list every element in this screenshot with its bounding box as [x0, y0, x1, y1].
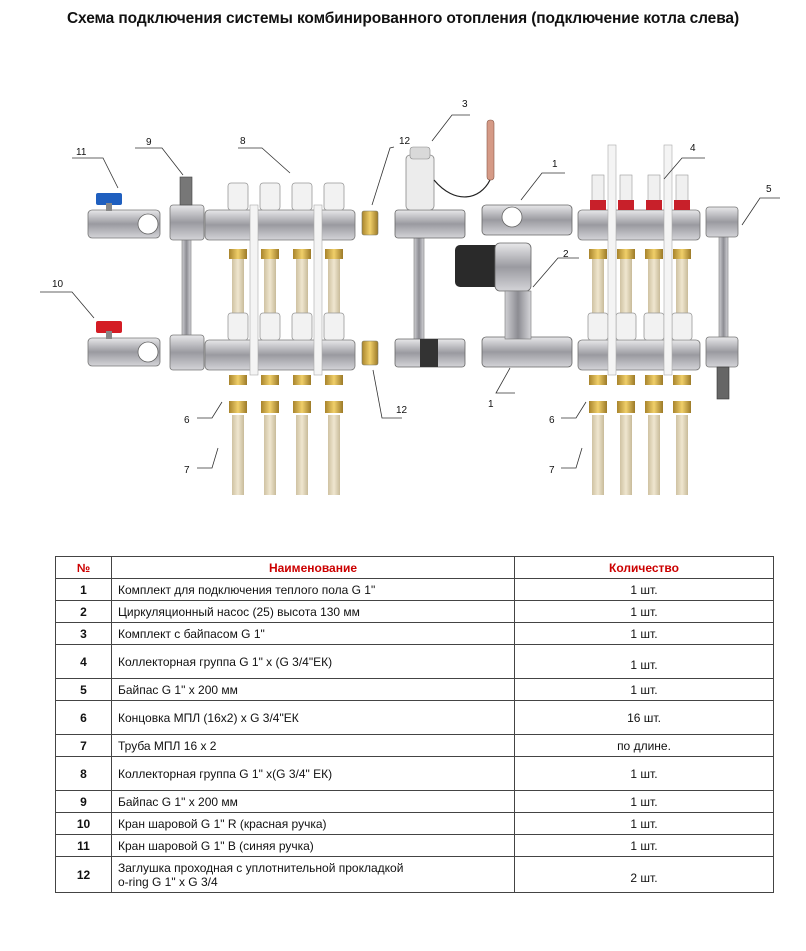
specification-table: № Наименование Количество 1 Комплект для…: [55, 556, 774, 893]
table-row: 3 Комплект с байпасом G 1" 1 шт.: [55, 622, 774, 645]
header-name: Наименование: [111, 556, 515, 579]
callout-12-bottom: 12: [396, 405, 408, 416]
header-num: №: [55, 556, 112, 579]
pump: [455, 242, 532, 292]
table-row: 12 Заглушка проходная с уплотнительной п…: [55, 856, 774, 893]
callout-1-bottom: 1: [488, 399, 494, 410]
table-row: 7 Труба МПЛ 16 x 2 по длине.: [55, 734, 774, 757]
callout-10: 10: [52, 279, 64, 290]
row-name: Кран шаровой G 1" R (красная ручка): [111, 812, 515, 835]
header-qty: Количество: [514, 556, 774, 579]
row-name: Коллекторная группа G 1" x(G 3/4" ЕК): [111, 756, 515, 791]
plug-top: [361, 210, 379, 236]
table-row: 11 Кран шаровой G 1" B (синяя ручка) 1 ш…: [55, 834, 774, 857]
valve-caps-left: [227, 182, 345, 341]
ball-valve-blue: [87, 193, 161, 239]
row-num: 10: [55, 812, 112, 835]
row-name: Байпас G 1" x 200 мм: [111, 790, 515, 813]
table-row: 2 Циркуляционный насос (25) высота 130 м…: [55, 600, 774, 623]
row-qty: 1 шт.: [514, 812, 774, 835]
row-num: 8: [55, 756, 112, 791]
plug-bottom: [361, 340, 379, 366]
row-name: Комплект для подключения теплого пола G …: [111, 578, 515, 601]
row-num: 5: [55, 678, 112, 701]
row-qty: 1 шт.: [514, 644, 774, 679]
row-name: Байпас G 1" x 200 мм: [111, 678, 515, 701]
row-qty: 2 шт.: [514, 856, 774, 893]
row-num: 3: [55, 622, 112, 645]
manifold-right: [577, 144, 701, 495]
callout-7-left: 7: [184, 465, 190, 476]
callout-2: 2: [563, 249, 569, 260]
table-row: 5 Байпас G 1" x 200 мм 1 шт.: [55, 678, 774, 701]
row-qty: 1 шт.: [514, 678, 774, 701]
row-qty: 16 шт.: [514, 700, 774, 735]
table-row: 9 Байпас G 1" x 200 мм 1 шт.: [55, 790, 774, 813]
callout-12-top: 12: [399, 136, 411, 147]
row-num: 7: [55, 734, 112, 757]
table-row: 4 Коллекторная группа G 1" x (G 3/4"ЕК) …: [55, 644, 774, 679]
row-name: Заглушка проходная с уплотнительной прок…: [111, 856, 515, 893]
row-num: 2: [55, 600, 112, 623]
row-name: Кран шаровой G 1" B (синяя ручка): [111, 834, 515, 857]
callout-4: 4: [690, 143, 696, 154]
callout-6-left: 6: [184, 415, 190, 426]
table-row: 8 Коллекторная группа G 1" x(G 3/4" ЕК) …: [55, 756, 774, 791]
row-qty: 1 шт.: [514, 622, 774, 645]
outlet-pipes-left: [232, 255, 340, 495]
leader-lines: [40, 114, 780, 469]
row-num: 1: [55, 578, 112, 601]
row-num: 9: [55, 790, 112, 813]
row-num: 4: [55, 644, 112, 679]
row-name: Труба МПЛ 16 x 2: [111, 734, 515, 757]
table-header: № Наименование Количество: [55, 556, 774, 579]
row-name: Циркуляционный насос (25) высота 130 мм: [111, 600, 515, 623]
row-num: 6: [55, 700, 112, 735]
row-name-line2: o-ring G 1" x G 3/4: [118, 874, 218, 889]
callout-11: 11: [76, 147, 87, 158]
flow-meters-right: [590, 174, 690, 211]
heating-connection-diagram: 11 9 8 10 12 3 1 2 1 4 5 12 6 7 6 7: [40, 99, 780, 495]
bypass-right: [705, 206, 739, 400]
callout-5: 5: [766, 184, 772, 195]
callout-6-right: 6: [549, 415, 555, 426]
row-qty: 1 шт.: [514, 790, 774, 813]
callout-9: 9: [146, 137, 152, 148]
row-qty: 1 шт.: [514, 756, 774, 791]
page-title: Схема подключения системы комбинированно…: [66, 10, 740, 27]
row-name-line1: Заглушка проходная с уплотнительной прок…: [118, 860, 404, 875]
callout-7-right: 7: [549, 465, 555, 476]
row-qty: 1 шт.: [514, 834, 774, 857]
ball-valve-red: [87, 321, 161, 367]
table-row: 10 Кран шаровой G 1" R (красная ручка) 1…: [55, 812, 774, 835]
valve-caps-right: [587, 312, 693, 341]
bypass-kit: [394, 119, 495, 368]
callout-8: 8: [240, 136, 246, 147]
bypass-left: [169, 176, 205, 371]
row-num: 12: [55, 856, 112, 893]
table-row: 1 Комплект для подключения теплого пола …: [55, 578, 774, 601]
table-row: 6 Концовка МПЛ (16x2) x G 3/4"ЕК 16 шт.: [55, 700, 774, 735]
row-name: Комплект с байпасом G 1": [111, 622, 515, 645]
row-num: 11: [55, 834, 112, 857]
brass-fittings-left: [229, 249, 343, 413]
callout-1-top: 1: [552, 159, 558, 170]
row-name: Концовка МПЛ (16x2) x G 3/4"ЕК: [111, 700, 515, 735]
row-qty: 1 шт.: [514, 600, 774, 623]
callout-3: 3: [462, 99, 468, 110]
outlet-pipes-right: [592, 255, 688, 495]
manifold-left: [204, 182, 356, 495]
row-qty: 1 шт.: [514, 578, 774, 601]
brass-fittings-right: [589, 249, 691, 413]
row-name: Коллекторная группа G 1" x (G 3/4"ЕК): [111, 644, 515, 679]
row-qty: по длине.: [514, 734, 774, 757]
connection-kit: [481, 204, 573, 368]
